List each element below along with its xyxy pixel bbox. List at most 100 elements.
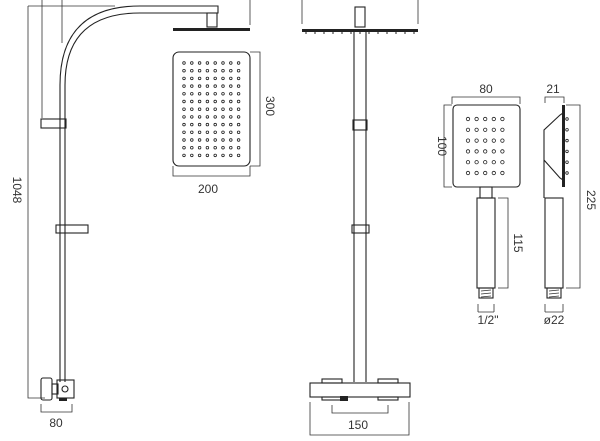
- nozzle: [205, 138, 210, 142]
- nozzle: [500, 160, 505, 165]
- handset-thread: [478, 287, 494, 299]
- nozzle: [197, 99, 202, 104]
- nozzle: [236, 76, 241, 81]
- handset-handle: [476, 197, 496, 289]
- head-length-dimension: [250, 51, 261, 167]
- nozzle: [197, 130, 202, 134]
- handset-head-profile: [543, 111, 564, 198]
- pipe-coupling: [352, 119, 368, 131]
- nozzle: [197, 76, 202, 81]
- nozzle: [221, 76, 225, 81]
- nozzle: [182, 122, 186, 127]
- handset-depth-label: 21: [546, 82, 560, 96]
- wall-bracket-middle: [55, 224, 89, 234]
- nozzle: [236, 92, 241, 96]
- nozzle: [205, 115, 210, 119]
- nozzle: [236, 130, 241, 134]
- nozzle: [190, 122, 194, 127]
- rain-head-plan: 300 200: [172, 51, 277, 196]
- nozzle: [236, 107, 241, 111]
- nozzle: [205, 107, 210, 111]
- nozzle: [213, 138, 217, 142]
- nozzle: [213, 153, 217, 158]
- nozzle: [197, 138, 202, 142]
- thermostatic-bar-valve: [309, 382, 411, 398]
- valve-knob: [40, 377, 53, 401]
- nozzle: [190, 68, 194, 73]
- nozzle: [221, 138, 225, 142]
- nozzle: [500, 149, 505, 154]
- nozzle: [190, 61, 194, 65]
- nozzle: [221, 92, 225, 96]
- nozzle: [565, 138, 569, 143]
- nozzle: [190, 99, 194, 104]
- valve-cap: [321, 396, 343, 401]
- nozzle: [213, 122, 217, 127]
- total-length-dimension: [566, 104, 581, 289]
- nozzle: [197, 68, 202, 73]
- nozzle: [565, 171, 569, 175]
- nozzle: [229, 76, 233, 81]
- nozzle: [483, 127, 488, 132]
- nozzle: [236, 122, 241, 127]
- nozzle: [474, 149, 479, 154]
- nozzle: [213, 107, 217, 111]
- extension-lines: [301, 0, 419, 24]
- nozzle: [182, 107, 186, 111]
- nozzle: [182, 138, 186, 142]
- nozzle: [190, 145, 194, 150]
- nozzle: [205, 76, 210, 81]
- nozzle: [205, 99, 210, 104]
- nozzle: [197, 122, 202, 127]
- bracket-depth-dimension: [40, 404, 73, 413]
- nozzle: [205, 153, 210, 158]
- nozzle-ticks: [305, 32, 415, 34]
- nozzle: [465, 170, 471, 176]
- riser-side-view: 1048 80: [10, 0, 251, 430]
- nozzle: [500, 127, 505, 132]
- valve-width-dimension: [309, 402, 410, 436]
- handset-nozzles: [465, 116, 505, 176]
- handset-depth-dimension: [544, 96, 565, 103]
- thermostat-knob-right: [377, 378, 399, 384]
- nozzle: [182, 61, 186, 65]
- nozzle: [213, 68, 217, 73]
- nozzle: [229, 84, 233, 88]
- nozzle: [190, 107, 194, 111]
- handset-side-view: 21 225 ø22: [543, 82, 598, 327]
- nozzle: [221, 99, 225, 104]
- nozzle: [500, 138, 505, 143]
- valve-outlet: [340, 396, 348, 401]
- nozzle: [236, 115, 241, 119]
- nozzle: [182, 130, 186, 134]
- nozzle: [213, 76, 217, 81]
- nozzle: [221, 153, 225, 158]
- nozzle: [182, 76, 186, 81]
- handset-head-height-label: 100: [435, 136, 449, 156]
- handset-handle-side: [544, 197, 564, 289]
- nozzle: [197, 115, 202, 119]
- nozzle: [565, 149, 569, 154]
- nozzle: [190, 138, 194, 142]
- nozzle: [190, 153, 194, 158]
- nozzle: [205, 61, 210, 65]
- head-length-label: 300: [263, 96, 277, 116]
- nozzle: [205, 130, 210, 134]
- nozzle: [190, 84, 194, 88]
- nozzle: [565, 117, 569, 121]
- nozzle: [465, 160, 471, 165]
- nozzle: [213, 84, 217, 88]
- nozzle: [197, 92, 202, 96]
- nozzle: [182, 99, 186, 104]
- nozzle: [500, 170, 505, 176]
- nozzle: [236, 84, 241, 88]
- nozzle: [205, 122, 210, 127]
- nozzle: [474, 116, 479, 122]
- nozzle: [465, 149, 471, 154]
- handset-head: [452, 104, 521, 188]
- nozzle: [182, 115, 186, 119]
- nozzle: [565, 128, 569, 132]
- thermostat-knob-left: [321, 378, 343, 384]
- nozzle: [190, 130, 194, 134]
- nozzle: [474, 170, 479, 176]
